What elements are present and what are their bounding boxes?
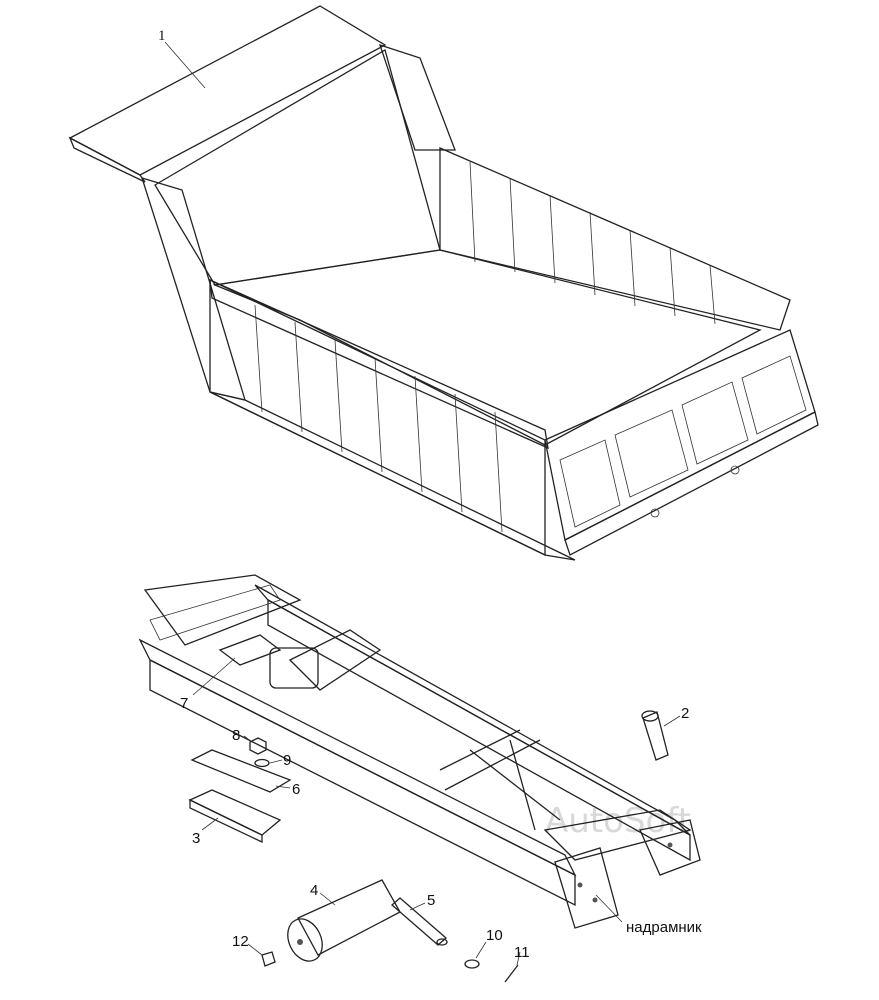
part-3-bar [188,789,282,836]
subframe-saddle [288,629,382,691]
part-5-rod [391,897,447,946]
callout-4: 4 [310,882,318,899]
subframe-left-rail-side [149,658,576,907]
tailgate-hinge-icon [650,508,660,518]
body-right-wall [439,147,791,331]
callout-2: 2 [681,705,689,722]
saddle-cylinder-mount [269,647,319,689]
callout-11: 11 [514,944,530,961]
tailgate-bottom-rail [564,411,819,556]
body-canopy-edge [68,136,146,183]
tailgate-panel-3 [681,381,749,465]
body-front-wall [154,49,441,286]
part-8-nut [249,737,267,755]
callout-5: 5 [427,892,435,909]
part-11-pin [504,964,519,983]
subframe-rear-bracket [554,847,619,929]
cylinder-parts: 4 5 10 11 12 [232,879,530,983]
body-left-top-rail [209,278,549,450]
watermark: AutoSoft [545,801,691,841]
subframe-right-rail-side [267,598,691,862]
subframe-front-plate [149,584,281,641]
part-6-plate [190,749,292,793]
callout-9: 9 [283,752,291,769]
body-left-wall [209,278,546,557]
tailgate-panel-4 [741,355,807,435]
callout-1: 1 [158,28,166,44]
body-tailgate [544,329,816,541]
part-9-washer [254,758,270,768]
subframe-rear-hinge [639,819,701,876]
callout-10: 10 [486,927,503,944]
subframe-right-rail [254,584,691,836]
dump-body: 1 [68,5,819,561]
tailgate-hinge-icon [730,465,740,475]
callout-3: 3 [192,830,200,847]
subframe-rear-cross [543,809,692,861]
callout-7: 7 [180,695,188,712]
part-12-bolt [261,951,276,967]
part-2-pin: 2 [641,705,689,761]
small-parts: 8 9 6 3 [188,727,300,847]
tailgate-panel-2 [614,409,689,498]
subframe: 7 надрамник [138,574,702,936]
body-bottom [209,391,576,561]
body-front-frame-right [378,43,456,151]
callout-12: 12 [232,933,249,950]
part-10-washer [464,959,480,969]
subframe-front-cross [143,574,302,646]
subframe-label: надрамник [626,919,702,936]
callout-8: 8 [232,727,240,744]
tailgate-panel-1 [559,439,621,528]
callout-6: 6 [292,781,300,798]
body-canopy [68,5,387,176]
